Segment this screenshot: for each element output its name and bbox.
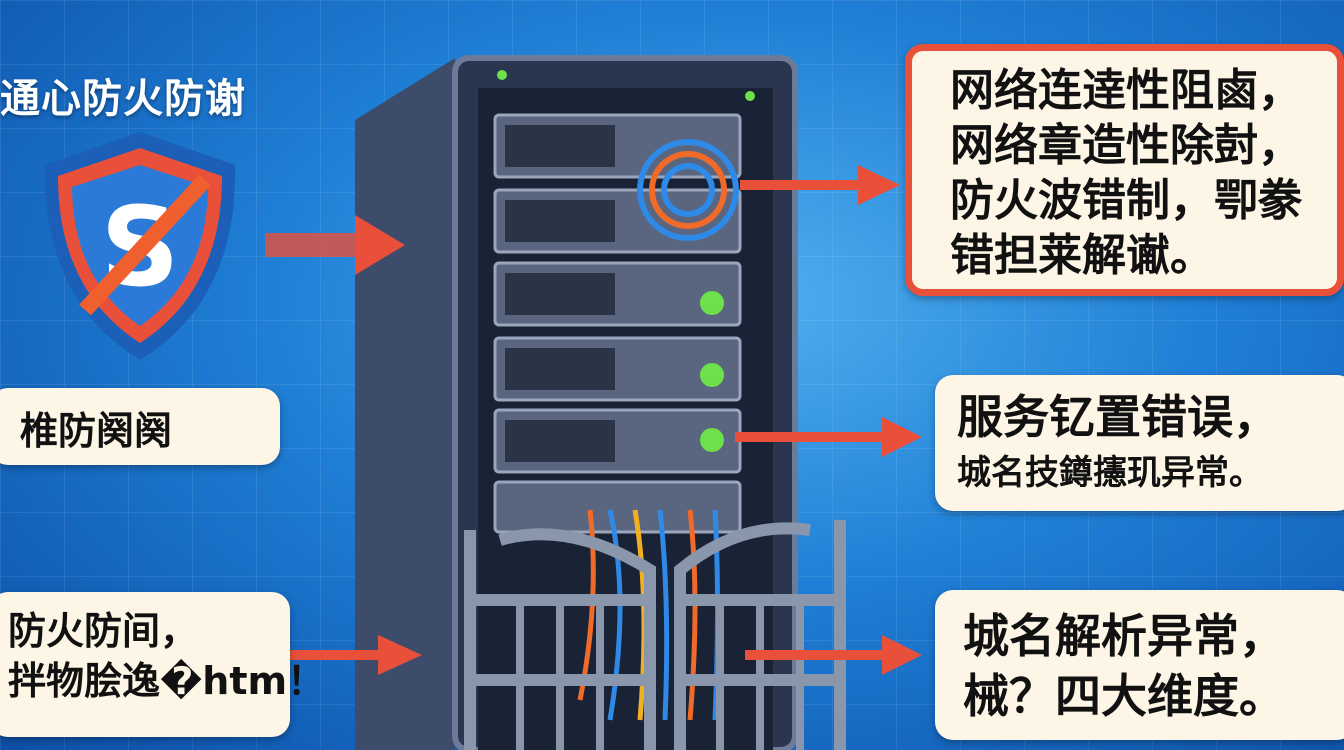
- gate: [464, 520, 846, 750]
- callout-box-middle-right: 服务钇置错误， 城名技鐏攇玑异常。: [935, 375, 1344, 511]
- callout-text: 城名解析异常，: [963, 609, 1285, 663]
- callout-text: 网络连逹性阻鹵，: [950, 65, 1302, 116]
- arrows: [265, 165, 922, 675]
- label-text: 椎防阕阕: [20, 409, 173, 453]
- label-box-left-top: 椎防阕阕: [0, 388, 280, 465]
- arrow-icon: [740, 165, 900, 205]
- callout-box-top-right: 网络连逹性阻鹵， 网络章造性除尌， 防火波错制，卾豢 错担莱解谳。: [905, 44, 1344, 296]
- server-unit: [493, 113, 742, 534]
- shield-icon: S: [44, 132, 236, 360]
- cable-coil-icon: [637, 139, 739, 241]
- arrow-icon: [745, 635, 922, 675]
- callout-box-bottom-right: 城名解析异常， 械？四大维度。: [935, 590, 1344, 740]
- label-text: 防火防间，: [8, 609, 199, 653]
- callout-text: 防火波错制，卾豢: [950, 175, 1302, 226]
- callout-text: 错担莱解谳。: [950, 230, 1214, 281]
- arrow-icon: [290, 635, 422, 675]
- callout-text: 网络章造性除尌，: [950, 120, 1302, 171]
- label-text: 拌物脍逸�htm！: [8, 659, 326, 703]
- callout-text: 服务钇置错误，: [957, 390, 1279, 444]
- page-title: 通心防火防谢: [0, 76, 246, 122]
- server-rack: [355, 55, 846, 750]
- callout-text: 城名技鐏攇玑异常。: [957, 453, 1263, 493]
- callout-text: 械？四大维度。: [963, 669, 1285, 723]
- arrow-icon: [735, 417, 922, 457]
- arrow-icon: [265, 215, 405, 275]
- label-box-left-bottom: 防火防间， 拌物脍逸�htm！: [0, 592, 326, 737]
